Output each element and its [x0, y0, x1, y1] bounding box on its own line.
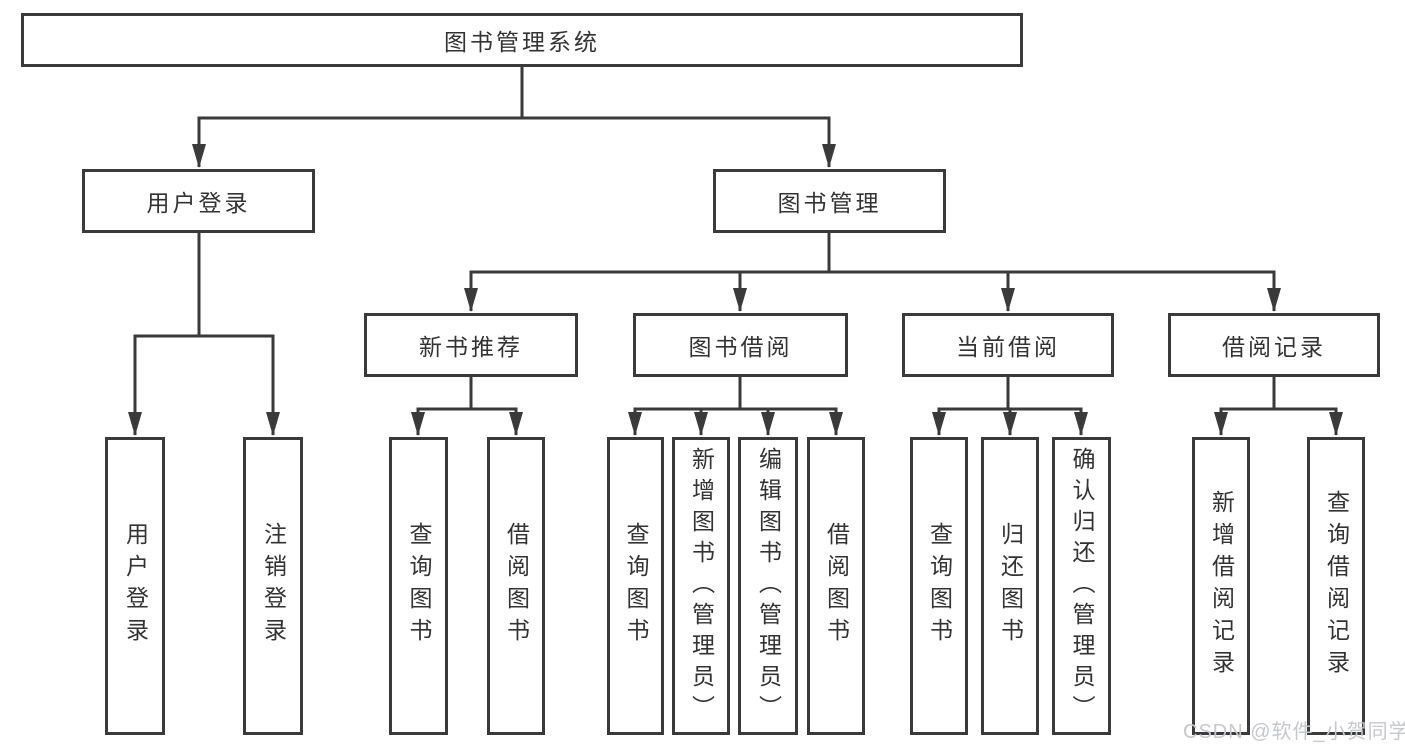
leaf-add-book-admin: 新增图书（管理员） — [672, 437, 730, 735]
leaf-logout: 注销登录 — [243, 437, 303, 735]
leaf-borrow-book-label: 借阅图书 — [823, 522, 850, 650]
leaf-add-book-admin-label: 新增图书（管理员） — [688, 446, 715, 726]
node-book-management: 图书管理 — [713, 169, 946, 233]
leaf-borrow-book: 借阅图书 — [807, 437, 865, 735]
leaf-add-borrow-record-label: 新增借阅记录 — [1208, 490, 1235, 682]
watermark: CSDN @软件_小贺同学 — [1183, 721, 1405, 743]
leaf-return-book: 归还图书 — [981, 437, 1039, 735]
leaf-confirm-return-admin-label: 确认归还（管理员） — [1069, 446, 1095, 726]
node-library-system: 图书管理系统 — [21, 13, 1023, 67]
node-borrowing-records: 借阅记录 — [1168, 313, 1380, 377]
node-current-borrowing: 当前借阅 — [902, 313, 1114, 377]
leaf-query-book-current: 查询图书 — [910, 437, 968, 735]
node-user-login: 用户登录 — [82, 169, 315, 233]
leaf-query-book-current-label: 查询图书 — [926, 522, 953, 650]
leaf-add-borrow-record: 新增借阅记录 — [1192, 437, 1250, 735]
leaf-confirm-return-admin: 确认归还（管理员） — [1052, 437, 1111, 735]
leaf-logout-label: 注销登录 — [260, 522, 287, 650]
leaf-query-book-borrow: 查询图书 — [607, 437, 664, 735]
leaf-query-borrow-record: 查询借阅记录 — [1307, 437, 1365, 735]
node-book-borrowing: 图书借阅 — [633, 313, 848, 377]
leaf-query-borrow-record-label: 查询借阅记录 — [1323, 490, 1350, 682]
leaf-user-login: 用户登录 — [105, 437, 165, 735]
leaf-query-book-recommend-label: 查询图书 — [406, 522, 432, 650]
leaf-user-login-label: 用户登录 — [122, 522, 149, 650]
leaf-query-book-borrow-label: 查询图书 — [623, 522, 649, 650]
node-new-book-recommendation: 新书推荐 — [364, 313, 578, 377]
leaf-edit-book-admin: 编辑图书（管理员） — [738, 437, 798, 735]
leaf-borrow-book-recommend-label: 借阅图书 — [503, 522, 530, 650]
leaf-return-book-label: 归还图书 — [997, 522, 1024, 650]
leaf-borrow-book-recommend: 借阅图书 — [487, 437, 545, 735]
leaf-query-book-recommend: 查询图书 — [389, 437, 448, 735]
leaf-edit-book-admin-label: 编辑图书（管理员） — [755, 446, 782, 726]
